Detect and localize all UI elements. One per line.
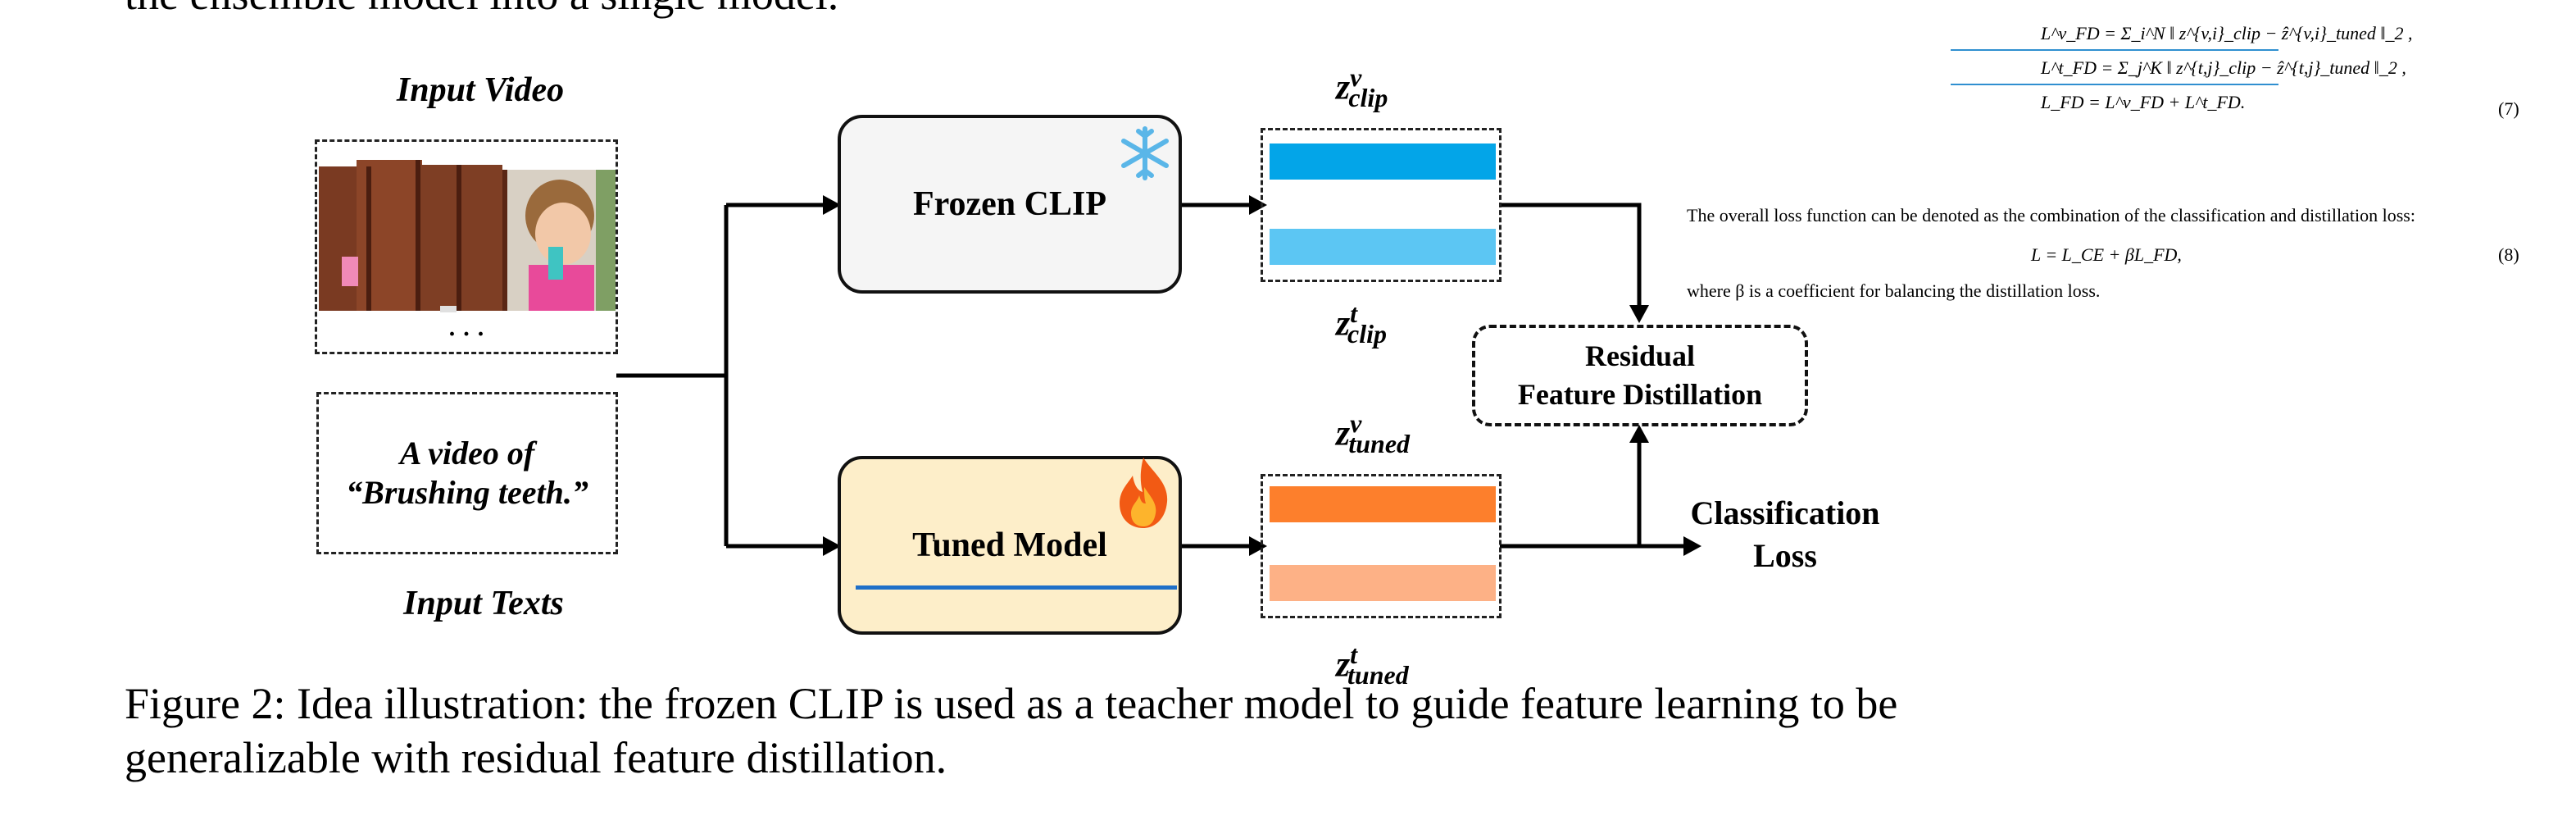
arrowhead-frozen (823, 195, 841, 215)
tuned-text-feature-bar (1270, 565, 1496, 601)
tuned-model-box: Tuned Model (838, 456, 1182, 635)
equation-7c: L_FD = L^v_FD + L^t_FD. (2041, 92, 2246, 112)
input-video-label: Input Video (396, 71, 565, 109)
arrowhead-clip-features (1249, 195, 1267, 215)
equation-7b: L^t_FD = Σ_j^K ‖ z^{t,j}_clip − ẑ^{t,j}_… (2041, 57, 2406, 78)
input-text-line2: “Brushing teeth.” (346, 474, 588, 511)
clip-text-feature-bar (1270, 229, 1496, 265)
top-text: the ensemble model into a single model. (125, 0, 838, 16)
tuned-visual-feature-bar (1270, 486, 1496, 522)
z-clip-t-label: ztclip (1336, 298, 1387, 349)
flame-icon (1120, 458, 1168, 528)
rfd-line1: Residual (1584, 339, 1696, 373)
loss-sentence: The overall loss function can be denoted… (1687, 205, 2415, 226)
z-clip-v-label: zvclip (1336, 62, 1388, 113)
tuned-model-label: Tuned Model (912, 526, 1107, 564)
clip-visual-feature-bar (1270, 144, 1496, 180)
where-sentence: where β is a coefficient for balancing t… (1687, 280, 2101, 301)
figure-caption: Figure 2: Idea illustration: the frozen … (125, 679, 1898, 782)
equation-8: L = L_CE + βL_FD, (2031, 244, 2182, 265)
arrowhead-rfd-top (1629, 305, 1649, 323)
eq-divider-1 (1951, 49, 2278, 51)
residual-feature-distillation-box: Residual Feature Distillation (1472, 325, 1808, 426)
z-tuned-v-label: zvtuned (1336, 408, 1411, 459)
input-text-box: A video of “Brushing teeth.” (316, 392, 618, 554)
equation-block-7: L^v_FD = Σ_i^N ‖ z^{v,i}_clip − ẑ^{v,i}_… (1951, 23, 2413, 113)
tuned-underline (856, 585, 1177, 590)
arrowhead-tuned (823, 536, 841, 556)
arrowhead-rfd-bottom (1629, 425, 1649, 443)
input-texts-label: Input Texts (403, 585, 564, 622)
tuned-features-box (1261, 474, 1502, 618)
eq-divider-2 (1951, 84, 2278, 85)
input-text-line1: A video of (399, 435, 535, 472)
equation-8-number: (8) (2498, 244, 2519, 265)
rfd-line2: Feature Distillation (1517, 378, 1763, 411)
frozen-clip-box: Frozen CLIP (838, 115, 1182, 294)
arrowhead-classification (1683, 536, 1701, 556)
video-frames-image (319, 160, 616, 312)
snowflake-icon (1121, 126, 1169, 180)
clip-features-box (1261, 128, 1502, 282)
input-video-box: · · · (315, 139, 618, 354)
video-ellipsis: · · · (448, 321, 485, 348)
equation-7a: L^v_FD = Σ_i^N ‖ z^{v,i}_clip − ẑ^{v,i}_… (2041, 23, 2413, 43)
arrow-clip-to-rfd (1500, 203, 1642, 312)
z-tuned-t-label: zttuned (1336, 640, 1409, 690)
frozen-clip-label: Frozen CLIP (912, 185, 1107, 223)
classification-loss-label: Classification Loss (1690, 494, 1880, 574)
arrowhead-tuned-features (1249, 536, 1267, 556)
equation-7-number: (7) (2498, 98, 2519, 119)
